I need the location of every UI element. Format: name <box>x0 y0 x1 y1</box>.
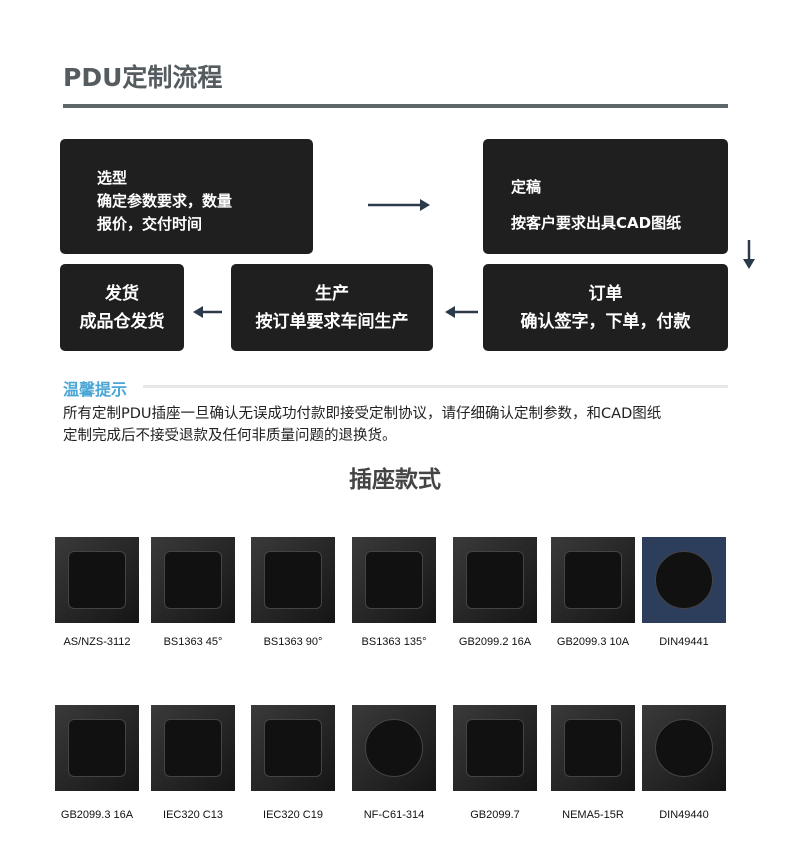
tip-line: 所有定制PDU插座一旦确认无误成功付款即接受定制协议，请仔细确认定制参数，和CA… <box>63 406 662 422</box>
socket-image <box>251 537 335 623</box>
step-desc: 报价，交付时间 <box>97 215 203 233</box>
title-divider <box>63 104 728 108</box>
step-desc: 按客户要求出具CAD图纸 <box>511 214 682 232</box>
socket-face-icon <box>564 551 622 609</box>
socket-face-icon <box>264 719 322 777</box>
socket-face-icon <box>564 719 622 777</box>
socket-label: BS1363 90° <box>263 636 323 648</box>
flow-arrows <box>193 199 755 318</box>
socket-face-icon <box>466 551 524 609</box>
step-selection: 选型 确定参数要求，数量 报价，交付时间 <box>60 139 313 254</box>
step-draft: 定稿 按客户要求出具CAD图纸 <box>483 139 728 254</box>
arrow-right-icon <box>368 199 430 211</box>
tip-title: 温馨提示 <box>63 380 128 399</box>
step-desc: 确定参数要求，数量 <box>97 192 233 210</box>
arrow-left-icon <box>193 306 222 318</box>
step-title: 定稿 <box>511 178 542 196</box>
step-desc: 成品仓发货 <box>79 311 165 332</box>
page-title: PDU定制流程 <box>63 63 223 92</box>
socket-label: DIN49440 <box>659 809 709 821</box>
socket-image <box>352 705 436 791</box>
socket-face-icon <box>365 719 423 777</box>
socket-label: GB2099.3 10A <box>556 636 630 648</box>
socket-image <box>55 705 139 791</box>
tip-divider <box>143 385 728 388</box>
section-title: 插座款式 <box>349 467 441 493</box>
socket-image <box>55 537 139 623</box>
step-title: 生产 <box>315 283 349 304</box>
step-title: 选型 <box>97 169 128 187</box>
step-desc: 确认签字，下单，付款 <box>520 311 691 332</box>
socket-image <box>453 705 537 791</box>
socket-face-icon <box>68 719 126 777</box>
socket-label: GB2099.2 16A <box>458 636 532 648</box>
socket-face-icon <box>655 551 713 609</box>
socket-image <box>352 537 436 623</box>
socket-label: IEC320 C13 <box>163 809 223 821</box>
socket-face-icon <box>264 551 322 609</box>
tip-line: 定制完成后不接受退款及任何非质量问题的退换货。 <box>63 428 397 444</box>
socket-image <box>551 537 635 623</box>
socket-label: AS/NZS-3112 <box>63 636 131 648</box>
socket-face-icon <box>68 551 126 609</box>
socket-image <box>453 537 537 623</box>
socket-face-icon <box>655 719 713 777</box>
arrow-left-icon <box>445 306 478 318</box>
tip-text: 所有定制PDU插座一旦确认无误成功付款即接受定制协议，请仔细确认定制参数，和CA… <box>63 403 743 447</box>
socket-image <box>251 705 335 791</box>
step-order: 订单 确认签字，下单，付款 <box>483 264 728 351</box>
socket-image <box>642 537 726 623</box>
step-production: 生产 按订单要求车间生产 <box>231 264 433 351</box>
step-title: 发货 <box>105 283 139 304</box>
socket-face-icon <box>466 719 524 777</box>
socket-label: IEC320 C19 <box>263 809 323 821</box>
socket-face-icon <box>164 719 222 777</box>
socket-label: NF-C61-314 <box>363 809 425 821</box>
socket-label: GB2099.7 <box>470 809 520 821</box>
socket-image <box>151 537 235 623</box>
socket-image <box>551 705 635 791</box>
step-shipping: 发货 成品仓发货 <box>60 264 184 351</box>
arrow-down-icon <box>743 240 755 269</box>
socket-image <box>151 705 235 791</box>
socket-label: BS1363 45° <box>163 636 223 648</box>
socket-image <box>642 705 726 791</box>
socket-label: NEMA5-15R <box>562 809 624 821</box>
socket-face-icon <box>365 551 423 609</box>
socket-face-icon <box>164 551 222 609</box>
step-title: 订单 <box>588 283 623 304</box>
socket-label: GB2099.3 16A <box>60 809 134 821</box>
step-desc: 按订单要求车间生产 <box>255 311 409 332</box>
socket-label: BS1363 135° <box>361 636 427 648</box>
socket-label: DIN49441 <box>659 636 709 648</box>
